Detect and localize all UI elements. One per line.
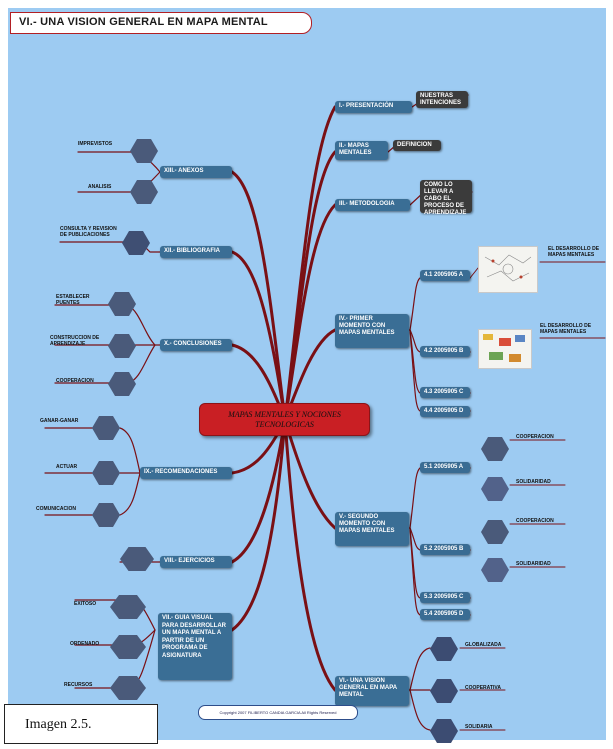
success-icon [110,595,146,619]
resources-icon [110,676,146,700]
central-node[interactable]: MAPAS MENTALES Y NOCIONES TECNOLOGICAS [199,403,370,436]
note-cooperacion-left: COOPERACION [56,378,94,384]
map-background [8,8,606,740]
note-cooperativa: COOPERATIVA [465,685,501,691]
branch-recomendaciones[interactable]: IX.- RECOMENDACIONES [140,467,232,479]
note-imprevistos: IMPREVISTOS [78,141,113,147]
note-cooperacion-2: COOPERACION [516,518,554,524]
map-title: VI.- UNA VISION GENERAL EN MAPA MENTAL [19,16,268,28]
note-solidaria: SOLIDARIA [465,724,493,730]
node-como-llevar-proceso[interactable]: COMO LO LLEVAR A CABO EL PROCESO DE APRE… [420,180,472,216]
branch-anexos[interactable]: XIII.- ANEXOS [160,166,232,178]
thumbnail-colorful-icon [483,334,525,362]
note-ganar-ganar: GANAR-GANAR [40,418,79,424]
branch-ejercicios[interactable]: VIII.- EJERCICIOS [160,556,232,568]
item-5-4[interactable]: 5.4 2005905 D [420,609,470,620]
node-nuestras-intenciones[interactable]: NUESTRAS INTENCIONES [416,91,468,108]
item-4-3[interactable]: 4.3 2005905 C [420,387,470,398]
item-5-3[interactable]: 5.3 2005905 C [420,592,470,603]
note-establecer-puentes: ESTABLECER PUENTES [56,294,90,306]
note-consulta-revision: CONSULTA Y REVISION DE PUBLICACIONES [60,226,117,238]
item-4-2[interactable]: 4.2 2005905 B [420,346,470,357]
branch-presentacion[interactable]: I.- PRESENTACIÓN [335,101,412,113]
note-globalizada: GLOBALIZADA [465,642,502,648]
thumbnail-mapa-1 [478,246,538,293]
caption-box: Imagen 2.5. [4,704,158,744]
item-4-1[interactable]: 4.1 2005905 A [420,270,470,281]
branch-segundo-momento[interactable]: V.- SEGUNDO MOMENTO CON MAPAS MENTALES [335,512,409,546]
item-4-4[interactable]: 4.4 2005905 D [420,406,470,417]
note-cooperacion-1: COOPERACION [516,434,554,440]
note-solidaridad-2: SOLIDARIDAD [516,561,551,567]
branch-metodologia[interactable]: III.- METODOLOGIA [335,199,410,211]
node-definicion[interactable]: DEFINICION [393,140,441,151]
note-recursos: RECURSOS [64,682,93,688]
note-comunicacion: COMUNICACION [36,506,76,512]
branch-vision-general[interactable]: VI.- UNA VISION GENERAL EN MAPA MENTAL [335,676,409,706]
branch-conclusiones[interactable]: X.- CONCLUSIONES [160,339,232,351]
person-analysis-icon [130,180,158,204]
branch-mapas-mentales[interactable]: II.- MAPAS MENTALES [335,141,388,160]
map-title-box: VI.- UNA VISION GENERAL EN MAPA MENTAL [10,12,312,34]
note-actuar: ACTUAR [56,464,78,470]
note-ordenado: ORDENADO [70,641,100,647]
note-desarrollo-1: EL DESARROLLO DE MAPAS MENTALES [548,246,600,258]
branch-guia-visual[interactable]: VII.- GUIA VISUAL PARA DESARROLLAR UN MA… [158,613,232,680]
branch-primer-momento[interactable]: IV.- PRIMER MOMENTO CON MAPAS MENTALES [335,314,409,348]
note-exitoso: EXITOSO [74,601,97,607]
copyright-banner: Copyright 2007 FILIBERTO CANDIA GARCIA A… [198,705,358,720]
note-analisis: ANALISIS [88,184,112,190]
thumbnail-sketch-icon [484,254,532,282]
caption-text: Imagen 2.5. [25,717,92,732]
branch-bibliografia[interactable]: XII.- BIBLIOGRAFIA [160,246,232,258]
note-desarrollo-2: EL DESARROLLO DE MAPAS MENTALES [540,323,592,335]
item-5-2[interactable]: 5.2 2005905 B [420,544,470,555]
thumbnail-mapa-2 [478,329,532,369]
note-solidaridad-1: SOLIDARIDAD [516,479,551,485]
ordered-icon [110,635,146,659]
person-thinking-icon [130,139,158,163]
note-construccion-aprendizaje: CONSTRUCCION DE APRENDIZAJE [50,335,100,347]
item-5-1[interactable]: 5.1 2005905 A [420,462,470,473]
